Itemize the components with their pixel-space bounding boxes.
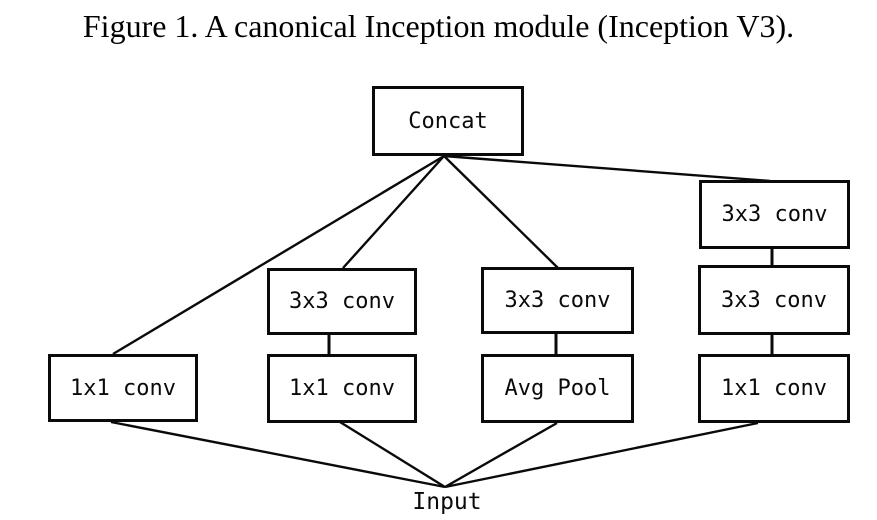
edge-concat-branch3 xyxy=(443,155,559,269)
edge-concat-branch2 xyxy=(342,155,445,269)
node-branch1-1x1-conv: 1x1 conv xyxy=(48,354,198,422)
node-input: Input xyxy=(412,489,482,515)
node-branch2-3x3-conv: 3x3 conv xyxy=(267,268,417,335)
edge-concat-branch4 xyxy=(443,154,771,183)
node-branch3-avg-pool: Avg Pool xyxy=(481,354,634,423)
edge-branch3-input xyxy=(444,421,558,489)
node-branch3-3x3-conv: 3x3 conv xyxy=(481,267,634,334)
edge-branch4-input xyxy=(444,421,759,489)
edge-branch2-input xyxy=(339,420,446,489)
node-branch4-1x1-conv: 1x1 conv xyxy=(698,354,850,423)
node-branch2-1x1-conv: 1x1 conv xyxy=(267,354,417,423)
node-branch4-3x3-conv-top: 3x3 conv xyxy=(699,180,850,249)
node-branch4-3x3-conv-mid: 3x3 conv xyxy=(698,265,850,335)
edge-branch1-input xyxy=(110,420,446,489)
node-concat: Concat xyxy=(372,86,524,156)
figure-caption: Figure 1. A canonical Inception module (… xyxy=(82,8,795,44)
edge-concat-branch1 xyxy=(112,154,445,356)
